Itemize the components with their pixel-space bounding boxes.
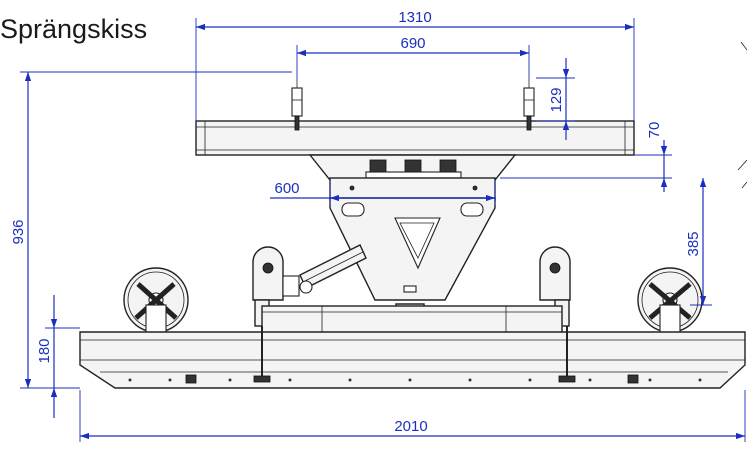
side-accessory bbox=[737, 159, 747, 189]
dimension-center-height: 385 bbox=[685, 231, 702, 256]
bolt-right bbox=[558, 326, 576, 383]
roller-right bbox=[637, 267, 703, 338]
dimension-total-width: 2010 bbox=[394, 418, 427, 435]
dimension-plate-width: 600 bbox=[274, 180, 299, 197]
dimension-frame-height: 180 bbox=[36, 338, 53, 363]
mounting-plate bbox=[329, 177, 496, 201]
side-lug-left bbox=[252, 246, 313, 327]
lifting-device-outline bbox=[79, 41, 747, 389]
dimension-annotations: 1310 690 129 70 600 bbox=[10, 9, 746, 442]
drawing-title: Sprängskiss bbox=[0, 14, 148, 44]
diagonal-strut bbox=[299, 244, 367, 289]
dimension-hook-spacing: 690 bbox=[400, 35, 425, 52]
dimension-top-width: 1310 bbox=[398, 9, 431, 26]
top-hook-right bbox=[523, 78, 535, 131]
dimension-hook-height: 129 bbox=[548, 87, 565, 112]
roller-left bbox=[123, 267, 189, 338]
dimension-total-height: 936 bbox=[10, 219, 27, 244]
top-hook-left bbox=[291, 78, 303, 131]
dimension-beam-height: 70 bbox=[646, 122, 663, 139]
bolt-left bbox=[253, 326, 271, 383]
